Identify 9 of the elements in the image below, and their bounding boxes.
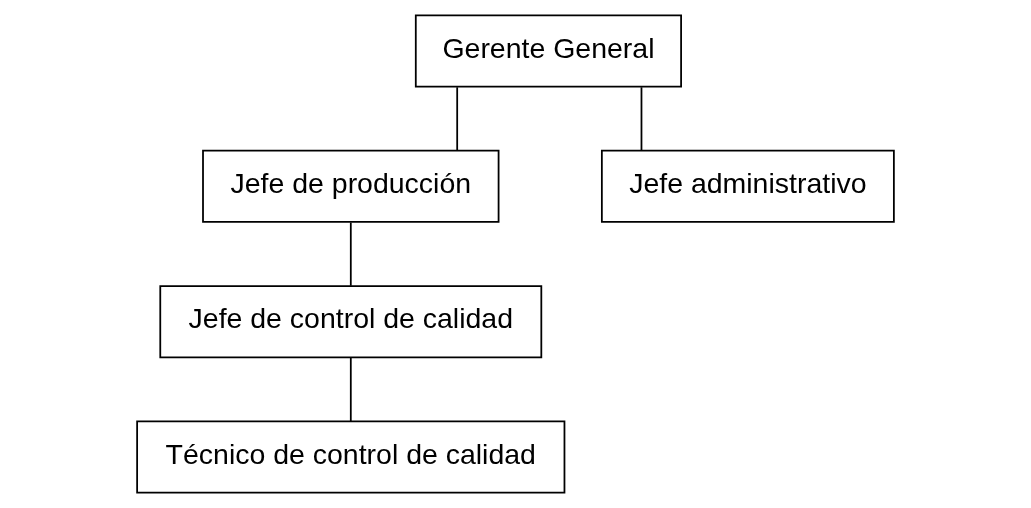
connector <box>456 86 459 152</box>
node-box: Jefe administrativo <box>600 149 895 223</box>
connector <box>640 86 643 152</box>
connector <box>349 357 352 422</box>
node-box: Jefe de producción <box>202 149 500 223</box>
connector <box>349 221 352 287</box>
node-box: Técnico de control de calidad <box>136 420 566 494</box>
node-box: Jefe de control de calidad <box>159 285 543 359</box>
node-box: Gerente General <box>414 14 682 88</box>
